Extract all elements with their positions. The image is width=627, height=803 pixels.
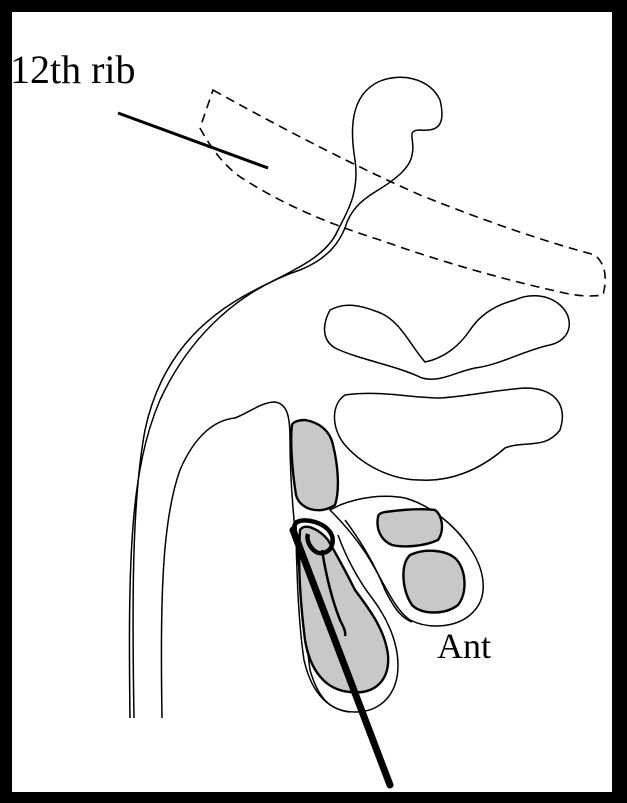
upper-grey-calyx: [291, 420, 338, 510]
rib-label: 12th rib: [10, 50, 136, 90]
lower-calyx-outline: [334, 388, 562, 480]
kidney-outer-outline: [129, 77, 442, 718]
rib-leader-line: [118, 113, 268, 168]
anterior-label: Ant: [437, 628, 491, 664]
twelfth-rib-outline: [200, 90, 605, 296]
right-upper-grey-calyx: [378, 509, 442, 546]
right-lower-grey-calyx: [403, 551, 464, 613]
middle-calyx-outline: [325, 296, 570, 380]
